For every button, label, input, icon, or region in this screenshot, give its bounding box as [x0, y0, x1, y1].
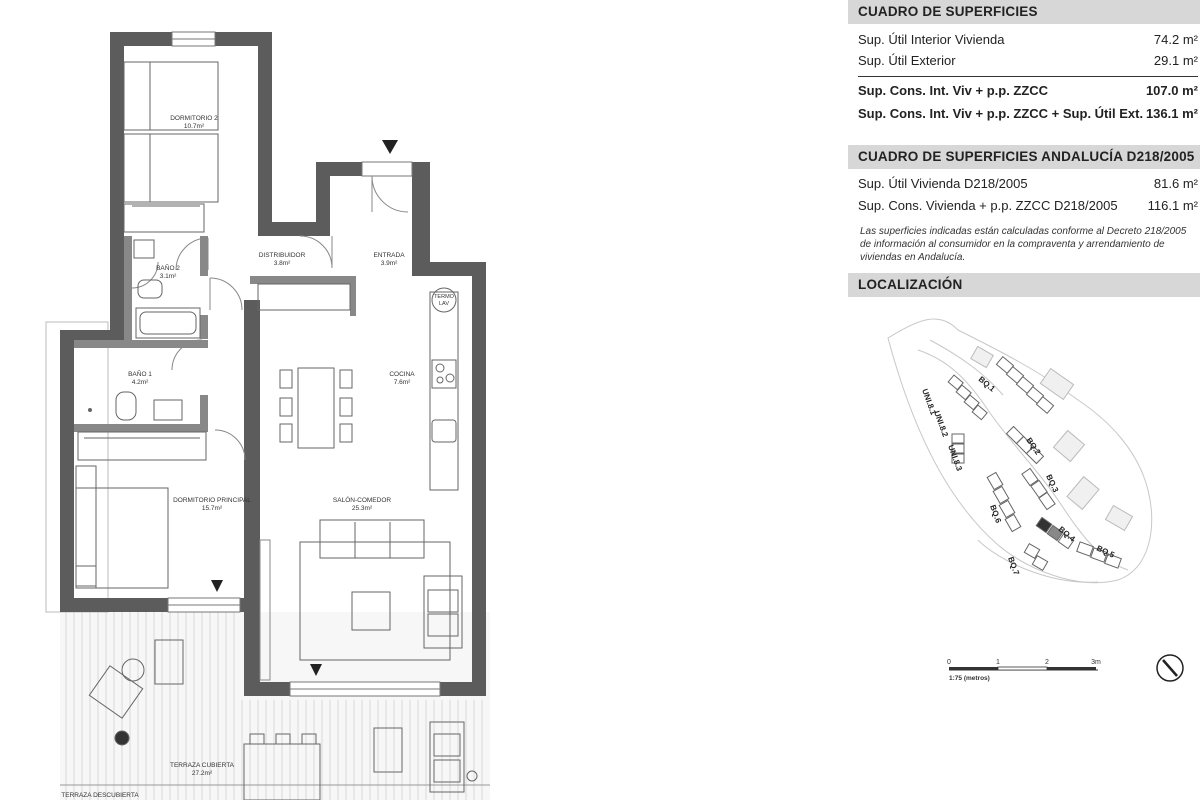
- terrace-area: [45, 321, 490, 800]
- block-label: BQ.7: [1006, 556, 1021, 577]
- room-area-entrada: 3.9m²: [381, 260, 398, 267]
- doors: [131, 175, 409, 681]
- block-label: BQ.1: [977, 375, 998, 394]
- room-area-dormitorio-2: 10.7m²: [184, 123, 205, 130]
- superficie-total-value: 136.1 m²: [1145, 106, 1198, 121]
- scale-tick: 3m: [1091, 659, 1101, 666]
- superficie-label: Sup. Útil Interior Vivienda: [858, 32, 1005, 47]
- block-label: UNI.8.2: [932, 410, 950, 439]
- room-area-terraza-cubierta: 27.2m²: [192, 770, 213, 777]
- location-map: BQ.1 BQ.2 BQ.3 BQ.4 BQ.5 BQ.6 BQ.7 UNI.8…: [887, 318, 1184, 682]
- scale-tick: 2: [1045, 659, 1049, 666]
- localizacion-title: LOCALIZACIÓN: [848, 273, 1200, 297]
- andalucia-label: Sup. Cons. Vivienda + p.p. ZZCC D218/200…: [858, 198, 1118, 213]
- superficie-total-label: Sup. Cons. Int. Viv + p.p. ZZCC: [858, 83, 1049, 98]
- windows: [167, 31, 441, 697]
- room-name-entrada: ENTRADA: [373, 252, 405, 259]
- room-labels: DORMITORIO 2 10.7m² BAÑO 2 3.1m² DISTRIB…: [61, 115, 454, 799]
- room-name-salon-comedor: SALÓN-COMEDOR: [333, 495, 391, 504]
- room-name-bano-1: BAÑO 1: [128, 369, 152, 378]
- room-area-salon-comedor: 25.3m²: [352, 505, 373, 512]
- superficie-label: Sup. Útil Exterior: [858, 53, 956, 68]
- termo-label: TERMO: [434, 294, 455, 300]
- furniture: [75, 61, 478, 800]
- room-name-cocina: COCINA: [389, 371, 415, 378]
- andalucia-label: Sup. Útil Vivienda D218/2005: [858, 176, 1028, 191]
- scale-tick: 0: [947, 659, 951, 666]
- room-area-cocina: 7.6m²: [394, 379, 411, 386]
- andalucia-value: 116.1 m²: [1147, 198, 1198, 213]
- floor-plan: DORMITORIO 2 10.7m² BAÑO 2 3.1m² DISTRIB…: [45, 31, 490, 800]
- walls: [60, 32, 486, 696]
- room-area-distribuidor: 3.8m²: [274, 260, 291, 267]
- room-name-distribuidor: DISTRIBUIDOR: [259, 252, 306, 259]
- andalucia-title: CUADRO DE SUPERFICIES ANDALUCÍA D218/200…: [848, 145, 1200, 169]
- decreto-note: Las superficies indicadas están calculad…: [860, 226, 1187, 263]
- scale-tick: 1: [996, 659, 1000, 666]
- superficie-value: 29.1 m²: [1153, 53, 1198, 68]
- room-name-dormitorio-principal: DORMITORIO PRINCIPAL: [173, 497, 251, 504]
- superficie-value: 74.2 m²: [1153, 32, 1198, 47]
- room-name-terraza-cubierta: TERRAZA CUBIERTA: [170, 762, 235, 769]
- scale-label: 1:75 (metros): [949, 675, 990, 682]
- scale-bar: 0 1 2 3m 1:75 (metros): [947, 659, 1101, 682]
- room-name-terraza-descubierta: TERRAZA DESCUBIERTA: [61, 792, 139, 799]
- room-name-bano-2: BAÑO 2: [156, 263, 180, 272]
- superficies-title: CUADRO DE SUPERFICIES: [848, 0, 1200, 24]
- room-area-dormitorio-principal: 15.7m²: [202, 505, 223, 512]
- superficie-total-value: 107.0 m²: [1145, 83, 1198, 98]
- info-panel: CUADRO DE SUPERFICIES Sup. Útil Interior…: [848, 0, 1200, 800]
- andalucia-value: 81.6 m²: [1153, 176, 1198, 191]
- room-name-dormitorio-2: DORMITORIO 2: [170, 115, 218, 122]
- room-area-bano-2: 3.1m²: [160, 273, 177, 280]
- access-arrows: [211, 140, 398, 676]
- superficie-total-label: Sup. Cons. Int. Viv + p.p. ZZCC + Sup. Ú…: [858, 106, 1144, 121]
- lav-label: LAV: [439, 301, 449, 307]
- room-area-bano-1: 4.2m²: [132, 379, 149, 386]
- north-arrow-icon: [1156, 654, 1184, 682]
- divider: [858, 76, 1198, 77]
